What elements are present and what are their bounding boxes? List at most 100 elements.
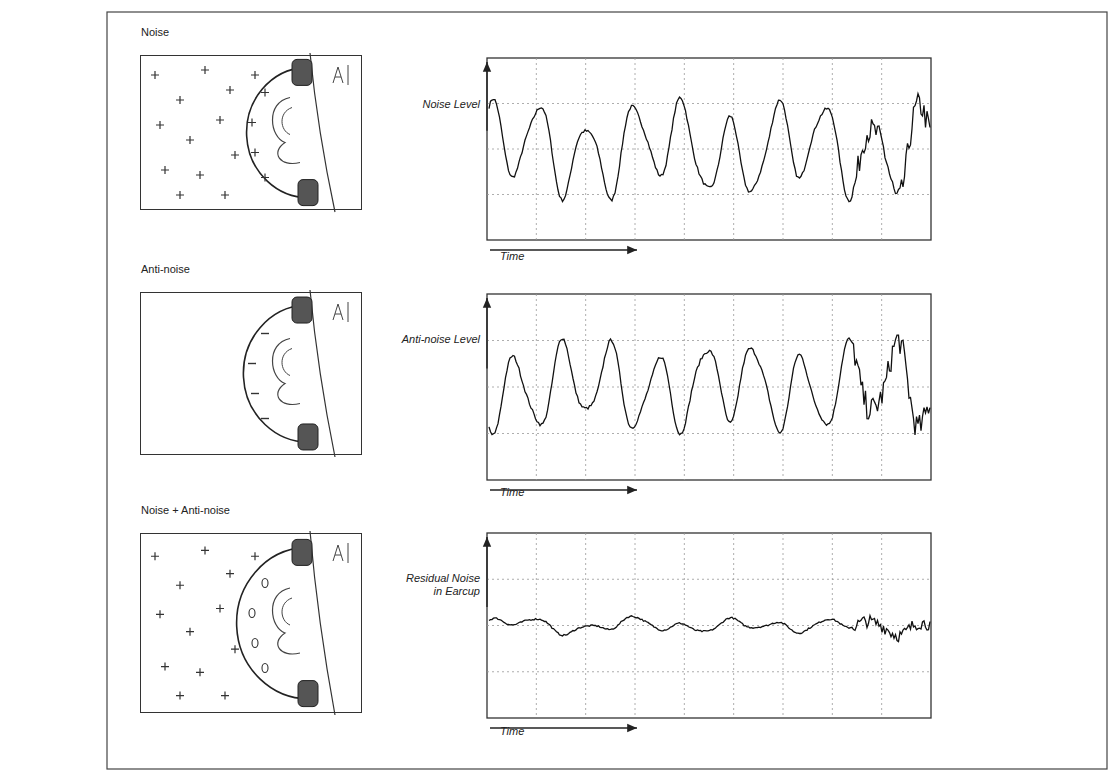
chart-frame <box>487 58 931 240</box>
earcup-shell <box>237 547 312 698</box>
plus-sign <box>261 89 269 97</box>
time-label: Time <box>500 725 560 738</box>
chart-frames <box>487 58 931 728</box>
plus-sign <box>176 692 184 700</box>
outer-frame <box>107 12 1107 769</box>
ear-pad <box>292 59 312 85</box>
minus-sign <box>251 393 259 394</box>
grid-line <box>487 387 931 388</box>
plus-sign <box>176 581 184 589</box>
zero-mark <box>262 579 268 588</box>
axis-label: Anti-noise Level <box>380 333 480 346</box>
plus-sign <box>151 552 159 560</box>
plus-sign <box>196 171 204 179</box>
zero-mark <box>249 609 255 618</box>
panel-heading: Noise <box>141 26 169 38</box>
waveform <box>489 616 930 642</box>
earcup-shell <box>243 305 312 442</box>
plus-sign <box>216 604 224 612</box>
grid-line <box>487 194 931 195</box>
grid-line <box>487 103 931 104</box>
waveform <box>489 335 930 435</box>
axis-arrow <box>486 537 487 607</box>
ear-fold <box>282 598 292 625</box>
plus-sign <box>231 645 239 653</box>
axis-label: Residual Noise in Earcup <box>405 572 480 597</box>
ear-pad <box>298 681 318 707</box>
grid-line <box>536 533 537 718</box>
head-mark <box>333 302 348 322</box>
grid-line <box>635 294 636 480</box>
plus-sign <box>176 96 184 104</box>
grid-line <box>585 58 586 240</box>
grid-line <box>635 533 636 718</box>
minus-sign <box>261 333 269 334</box>
plus-sign <box>251 149 259 157</box>
grid-line <box>487 149 931 150</box>
plus-sign <box>226 570 234 578</box>
ear-outline <box>273 98 301 164</box>
plus-sign <box>226 86 234 94</box>
plus-sign <box>221 191 229 199</box>
earcup-drawing <box>151 531 348 715</box>
chart-frame <box>487 294 931 480</box>
grid-line <box>536 294 537 480</box>
plus-sign <box>176 191 184 199</box>
plus-sign <box>251 71 259 79</box>
grid-line <box>487 625 931 626</box>
plus-sign <box>216 116 224 124</box>
head-mark <box>333 543 348 563</box>
ear-pad <box>298 424 318 450</box>
earcup-drawing <box>151 53 348 212</box>
ear-pad <box>292 539 312 565</box>
ear-pad <box>292 297 312 323</box>
grid-line <box>487 340 931 341</box>
plus-sign <box>186 628 194 636</box>
plus-sign <box>186 136 194 144</box>
grid-line <box>487 579 931 580</box>
ear-pad <box>298 180 318 206</box>
earcup-panel: Noise <box>140 55 362 210</box>
zero-mark <box>262 664 268 673</box>
chart-frame <box>487 533 931 718</box>
plus-sign <box>231 151 239 159</box>
grid-line <box>635 58 636 240</box>
grid-line <box>536 58 537 240</box>
plus-sign <box>221 692 229 700</box>
zero-mark <box>252 639 258 648</box>
earcup-panel: Noise + Anti-noise <box>140 533 362 713</box>
head-mark <box>333 65 348 85</box>
plus-sign <box>151 71 159 79</box>
earcup-panel: Anti-noise <box>140 292 362 455</box>
axis-label: Noise Level <box>400 98 480 111</box>
time-label: Time <box>500 250 560 263</box>
minus-sign <box>248 363 256 364</box>
plus-sign <box>201 66 209 74</box>
ear-outline <box>273 588 301 654</box>
plus-sign <box>156 121 164 129</box>
grid-line <box>487 433 931 434</box>
earcup-shell <box>247 67 312 197</box>
plus-sign <box>161 663 169 671</box>
panel-heading: Noise + Anti-noise <box>141 504 230 516</box>
plus-sign <box>201 546 209 554</box>
plus-sign <box>261 174 269 182</box>
axis-arrow <box>486 62 487 131</box>
waveform <box>489 94 930 202</box>
time-label: Time <box>500 486 560 499</box>
plus-sign <box>196 668 204 676</box>
plus-sign <box>251 552 259 560</box>
plus-sign <box>161 166 169 174</box>
ear-fold <box>282 349 292 376</box>
earcup-drawings <box>151 53 348 715</box>
plus-sign <box>248 119 256 127</box>
grid-line <box>487 671 931 672</box>
panel-heading: Anti-noise <box>141 263 190 275</box>
grid-line <box>585 294 586 480</box>
ear-outline <box>273 339 301 405</box>
ear-fold <box>282 108 292 135</box>
axis-arrow <box>486 298 487 368</box>
plus-sign <box>156 610 164 618</box>
minus-sign <box>261 418 269 419</box>
